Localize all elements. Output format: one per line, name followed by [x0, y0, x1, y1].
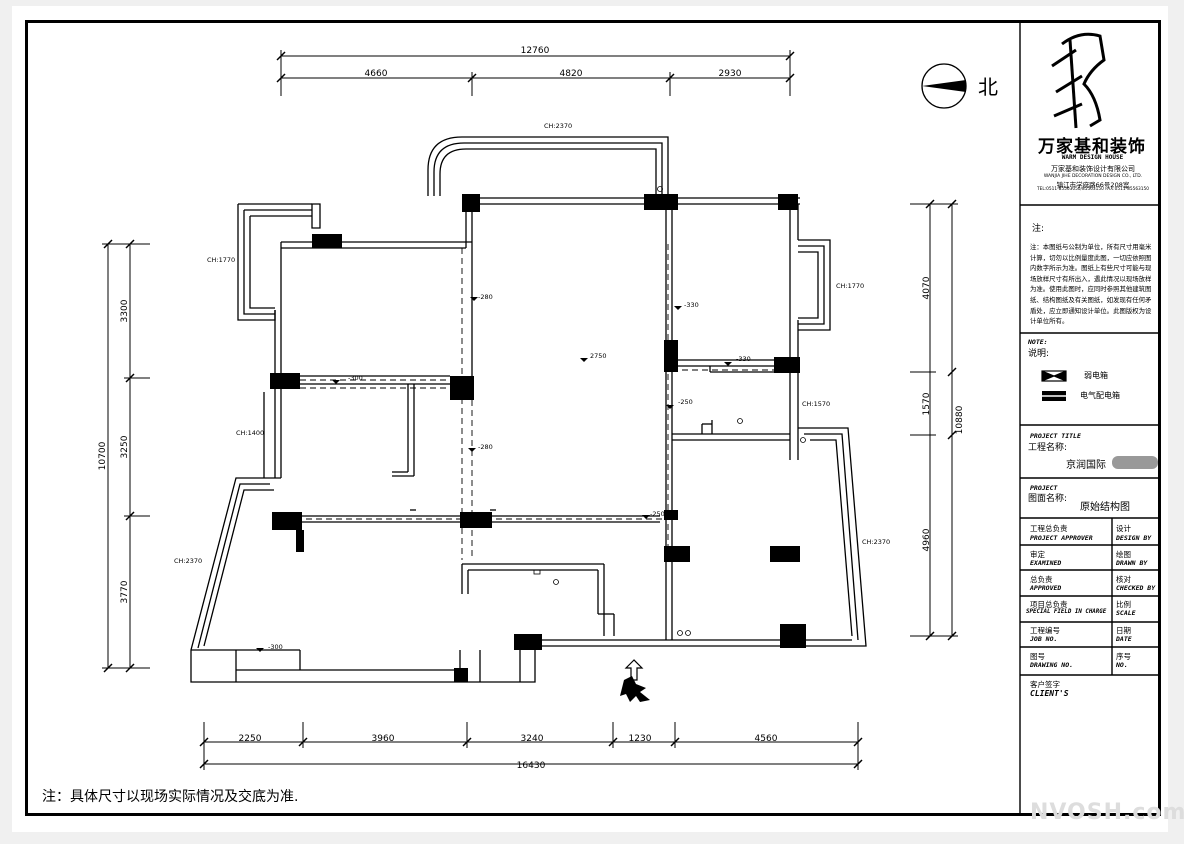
ceiling-height: CH:2370	[174, 557, 202, 565]
company-full-name-en: WANJIA JIHE DECORATION DESIGN CO., LTD.	[1043, 174, 1143, 179]
ceiling-height: CH:1770	[836, 282, 864, 290]
level-mark: -300	[268, 643, 283, 651]
field-cn: 核对	[1116, 575, 1131, 584]
dim-bottom-total: 16430	[517, 761, 546, 771]
ceiling-height: CH:1400	[236, 429, 264, 437]
weak-current-box-icon	[1041, 370, 1067, 382]
compass-label: 北	[978, 75, 998, 99]
field-en: CHECKED BY	[1116, 584, 1156, 592]
level-mark: -330	[684, 301, 699, 309]
drawing-sheet	[12, 6, 1168, 832]
dim-bottom-seg: 2250	[239, 734, 262, 744]
dim-top-seg: 2930	[719, 69, 742, 79]
company-logo-icon	[1051, 32, 1106, 129]
company-name-cn: 万家基和装饰	[1038, 137, 1146, 157]
legend-item-distribution: 电气配电箱	[1080, 391, 1120, 400]
dim-top-seg: 4820	[560, 69, 583, 79]
field-en: NO.	[1116, 661, 1128, 669]
field-en: SCALE	[1116, 609, 1136, 617]
distribution-box-icon	[1042, 391, 1066, 401]
field-cn: 工程编号	[1030, 626, 1060, 635]
field-cn: 日期	[1116, 626, 1131, 635]
drawing-name: 原始结构图	[1080, 502, 1130, 513]
dim-top-seg: 4660	[365, 69, 388, 79]
level-mark: -330	[736, 355, 751, 363]
company-phone: TEL:0511-85563050/85563150 FAX:0511-8556…	[1037, 187, 1149, 192]
field-cn: 绘图	[1116, 550, 1131, 559]
company-address: 镇江市学府路66号208室	[1056, 181, 1130, 189]
field-cn: 审定	[1030, 550, 1045, 559]
dim-right-seg: 1570	[922, 392, 932, 415]
watermark: NVOSH.com	[1030, 800, 1184, 825]
level-mark: -250	[650, 510, 665, 518]
dim-top-total: 12760	[521, 46, 550, 56]
dim-left-total: 10700	[98, 441, 108, 470]
field-en: DESIGN BY	[1116, 534, 1152, 542]
notes-text: 注：本图纸与公制为单位，所有尺寸用毫米计算，切勿以比例量度此图，一切应依照图内数…	[1030, 243, 1152, 326]
redacted-pill	[1112, 456, 1158, 469]
field-en: JOB NO.	[1030, 635, 1058, 643]
project-title-en: PROJECT TITLE	[1030, 432, 1081, 440]
compass-icon	[921, 63, 967, 109]
field-cn: 总负责	[1030, 575, 1053, 584]
level-mark: -280	[478, 443, 493, 451]
company-full-name: 万家基和装饰设计有限公司	[1051, 165, 1135, 173]
dim-bottom-seg: 4560	[755, 734, 778, 744]
field-en: SPECIAL FIELD IN CHARGE	[1026, 609, 1107, 615]
notes-title: 注:	[1032, 224, 1045, 234]
project-name: 京润国际	[1066, 460, 1106, 471]
plant-icon	[620, 676, 650, 702]
field-en: DATE	[1116, 635, 1132, 643]
field-cn: 序号	[1116, 652, 1131, 661]
dim-bottom-seg: 1230	[629, 734, 652, 744]
dim-left-seg: 3770	[120, 580, 130, 603]
field-en: CLIENT'S	[1030, 689, 1069, 698]
field-en: DRAWN BY	[1116, 559, 1148, 567]
field-cn: 客户签字	[1030, 680, 1060, 689]
dim-left-seg: 3300	[120, 299, 130, 322]
field-cn: 项目总负责	[1030, 600, 1068, 609]
drawing-title-en: PROJECT	[1030, 484, 1058, 492]
ceiling-height: CH:1570	[802, 400, 830, 408]
walls	[190, 136, 867, 683]
columns	[270, 194, 806, 682]
dim-bottom-seg: 3240	[521, 734, 544, 744]
field-cn: 图号	[1030, 652, 1045, 661]
company-name-en: WARM DESIGN HOUSE	[1061, 154, 1124, 161]
level-mark: -300	[348, 374, 363, 382]
ceiling-height: CH:2370	[544, 122, 572, 130]
legend-title: 说明:	[1028, 349, 1050, 359]
entry-arrow-icon	[624, 659, 644, 681]
dim-right-total: 10880	[955, 405, 965, 434]
dim-left-seg: 3250	[120, 435, 130, 458]
drawing-title-cn: 图面名称:	[1028, 494, 1068, 504]
level-mark: -280	[478, 293, 493, 301]
ceiling-height: CH:2370	[862, 538, 890, 546]
legend-item-weak-current: 弱电箱	[1084, 371, 1108, 380]
bottom-note: 注：具体尺寸以现场实际情况及交底为准.	[42, 789, 299, 805]
ceiling-height: CH:1770	[207, 256, 235, 264]
level-mark: -250	[678, 398, 693, 406]
level-mark: 2750	[590, 352, 607, 360]
field-cn: 工程总负责	[1030, 524, 1068, 533]
project-title-cn: 工程名称:	[1028, 443, 1068, 453]
dim-bottom-seg: 3960	[372, 734, 395, 744]
dim-right-seg: 4960	[922, 528, 932, 551]
field-en: APPROVED	[1030, 584, 1062, 592]
field-en: PROJECT APPROVER	[1030, 534, 1093, 542]
dim-right-seg: 4070	[922, 276, 932, 299]
field-en: EXAMINED	[1030, 559, 1062, 567]
field-en: DRAWING NO.	[1030, 661, 1074, 669]
field-cn: 比例	[1116, 600, 1131, 609]
field-cn: 设计	[1116, 524, 1131, 533]
legend-note-en: NOTE:	[1028, 338, 1048, 346]
